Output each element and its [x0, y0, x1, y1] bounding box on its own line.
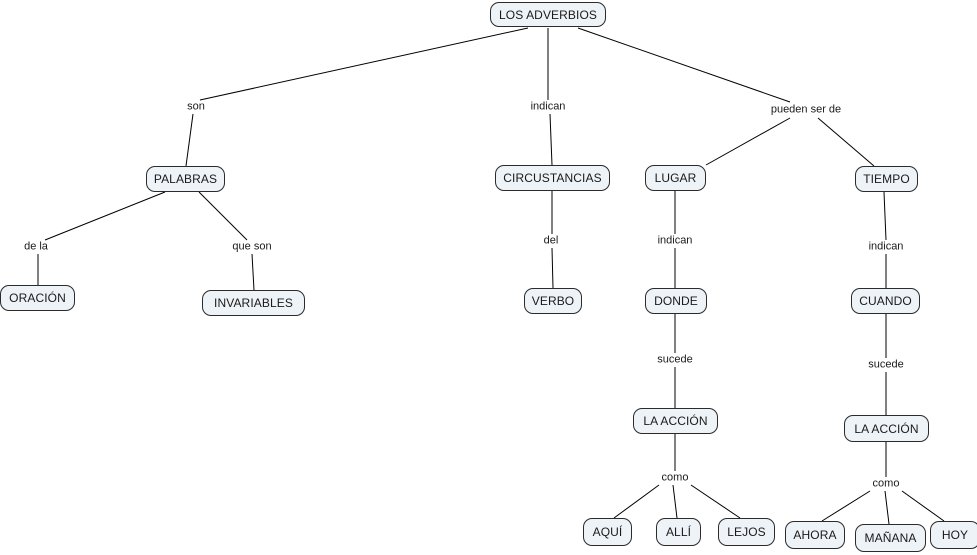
- link-label-son: son: [185, 100, 207, 114]
- node-lejos[interactable]: LEJOS: [718, 518, 775, 546]
- edge-del-verbo: [551, 247, 554, 289]
- link-label-como_lugar: como: [659, 471, 691, 485]
- edge-tiempo-indican: [883, 191, 887, 241]
- node-donde[interactable]: DONDE: [645, 288, 707, 314]
- link-label-indican_tiempo: indican: [866, 240, 906, 254]
- link-label-que_son: que son: [230, 240, 274, 254]
- node-verbo[interactable]: VERBO: [524, 288, 582, 314]
- link-label-indican_lugar: indican: [655, 234, 695, 248]
- node-hoy[interactable]: HOY: [930, 521, 977, 549]
- node-invariables[interactable]: INVARIABLES: [202, 290, 305, 316]
- node-palabras[interactable]: PALABRAS: [146, 166, 225, 192]
- edge-como-manana: [884, 490, 890, 525]
- node-aqui[interactable]: AQUÍ: [583, 518, 632, 546]
- node-circustancias[interactable]: CIRCUSTANCIAS: [495, 165, 610, 191]
- node-ahora[interactable]: AHORA: [785, 521, 845, 549]
- link-label-indican_circ: indican: [528, 100, 568, 114]
- edge-como-hoy: [901, 490, 945, 522]
- edge-pueden-lugar: [705, 117, 791, 166]
- node-tiempo[interactable]: TIEMPO: [855, 166, 918, 192]
- edge-palabras-dela: [44, 191, 166, 241]
- edge-root-pueden: [577, 27, 791, 103]
- link-label-sucede_tiempo: sucede: [866, 358, 906, 372]
- link-label-sucede_lugar: sucede: [655, 353, 695, 367]
- edge-indican-circ: [549, 113, 553, 166]
- edge-queson-invariables: [251, 253, 255, 291]
- edge-palabras-quesons: [198, 191, 248, 241]
- link-label-como_tiempo: como: [870, 477, 902, 491]
- node-accion_lugar[interactable]: LA ACCIÓN: [633, 408, 718, 434]
- link-label-pueden_ser_de: pueden ser de: [768, 103, 844, 117]
- node-oracion[interactable]: ORACIÓN: [0, 285, 75, 311]
- node-root[interactable]: LOS ADVERBIOS: [490, 2, 606, 27]
- node-manana[interactable]: MAÑANA: [855, 524, 926, 552]
- node-alli[interactable]: ALLÍ: [656, 518, 701, 546]
- link-label-de_la: de la: [22, 240, 50, 254]
- edge-root-son: [199, 27, 529, 101]
- edge-como-lejos: [690, 484, 741, 519]
- edge-como-alli: [672, 484, 678, 519]
- node-accion_tiempo[interactable]: LA ACCIÓN: [844, 415, 929, 442]
- node-lugar[interactable]: LUGAR: [645, 165, 706, 191]
- edge-como-ahora: [821, 490, 871, 522]
- edge-pueden-tiempo: [817, 117, 875, 167]
- edge-son-palabras: [185, 113, 194, 167]
- node-cuando[interactable]: CUANDO: [851, 288, 920, 314]
- link-label-del: del: [541, 234, 561, 248]
- edge-como-aqui: [613, 484, 660, 519]
